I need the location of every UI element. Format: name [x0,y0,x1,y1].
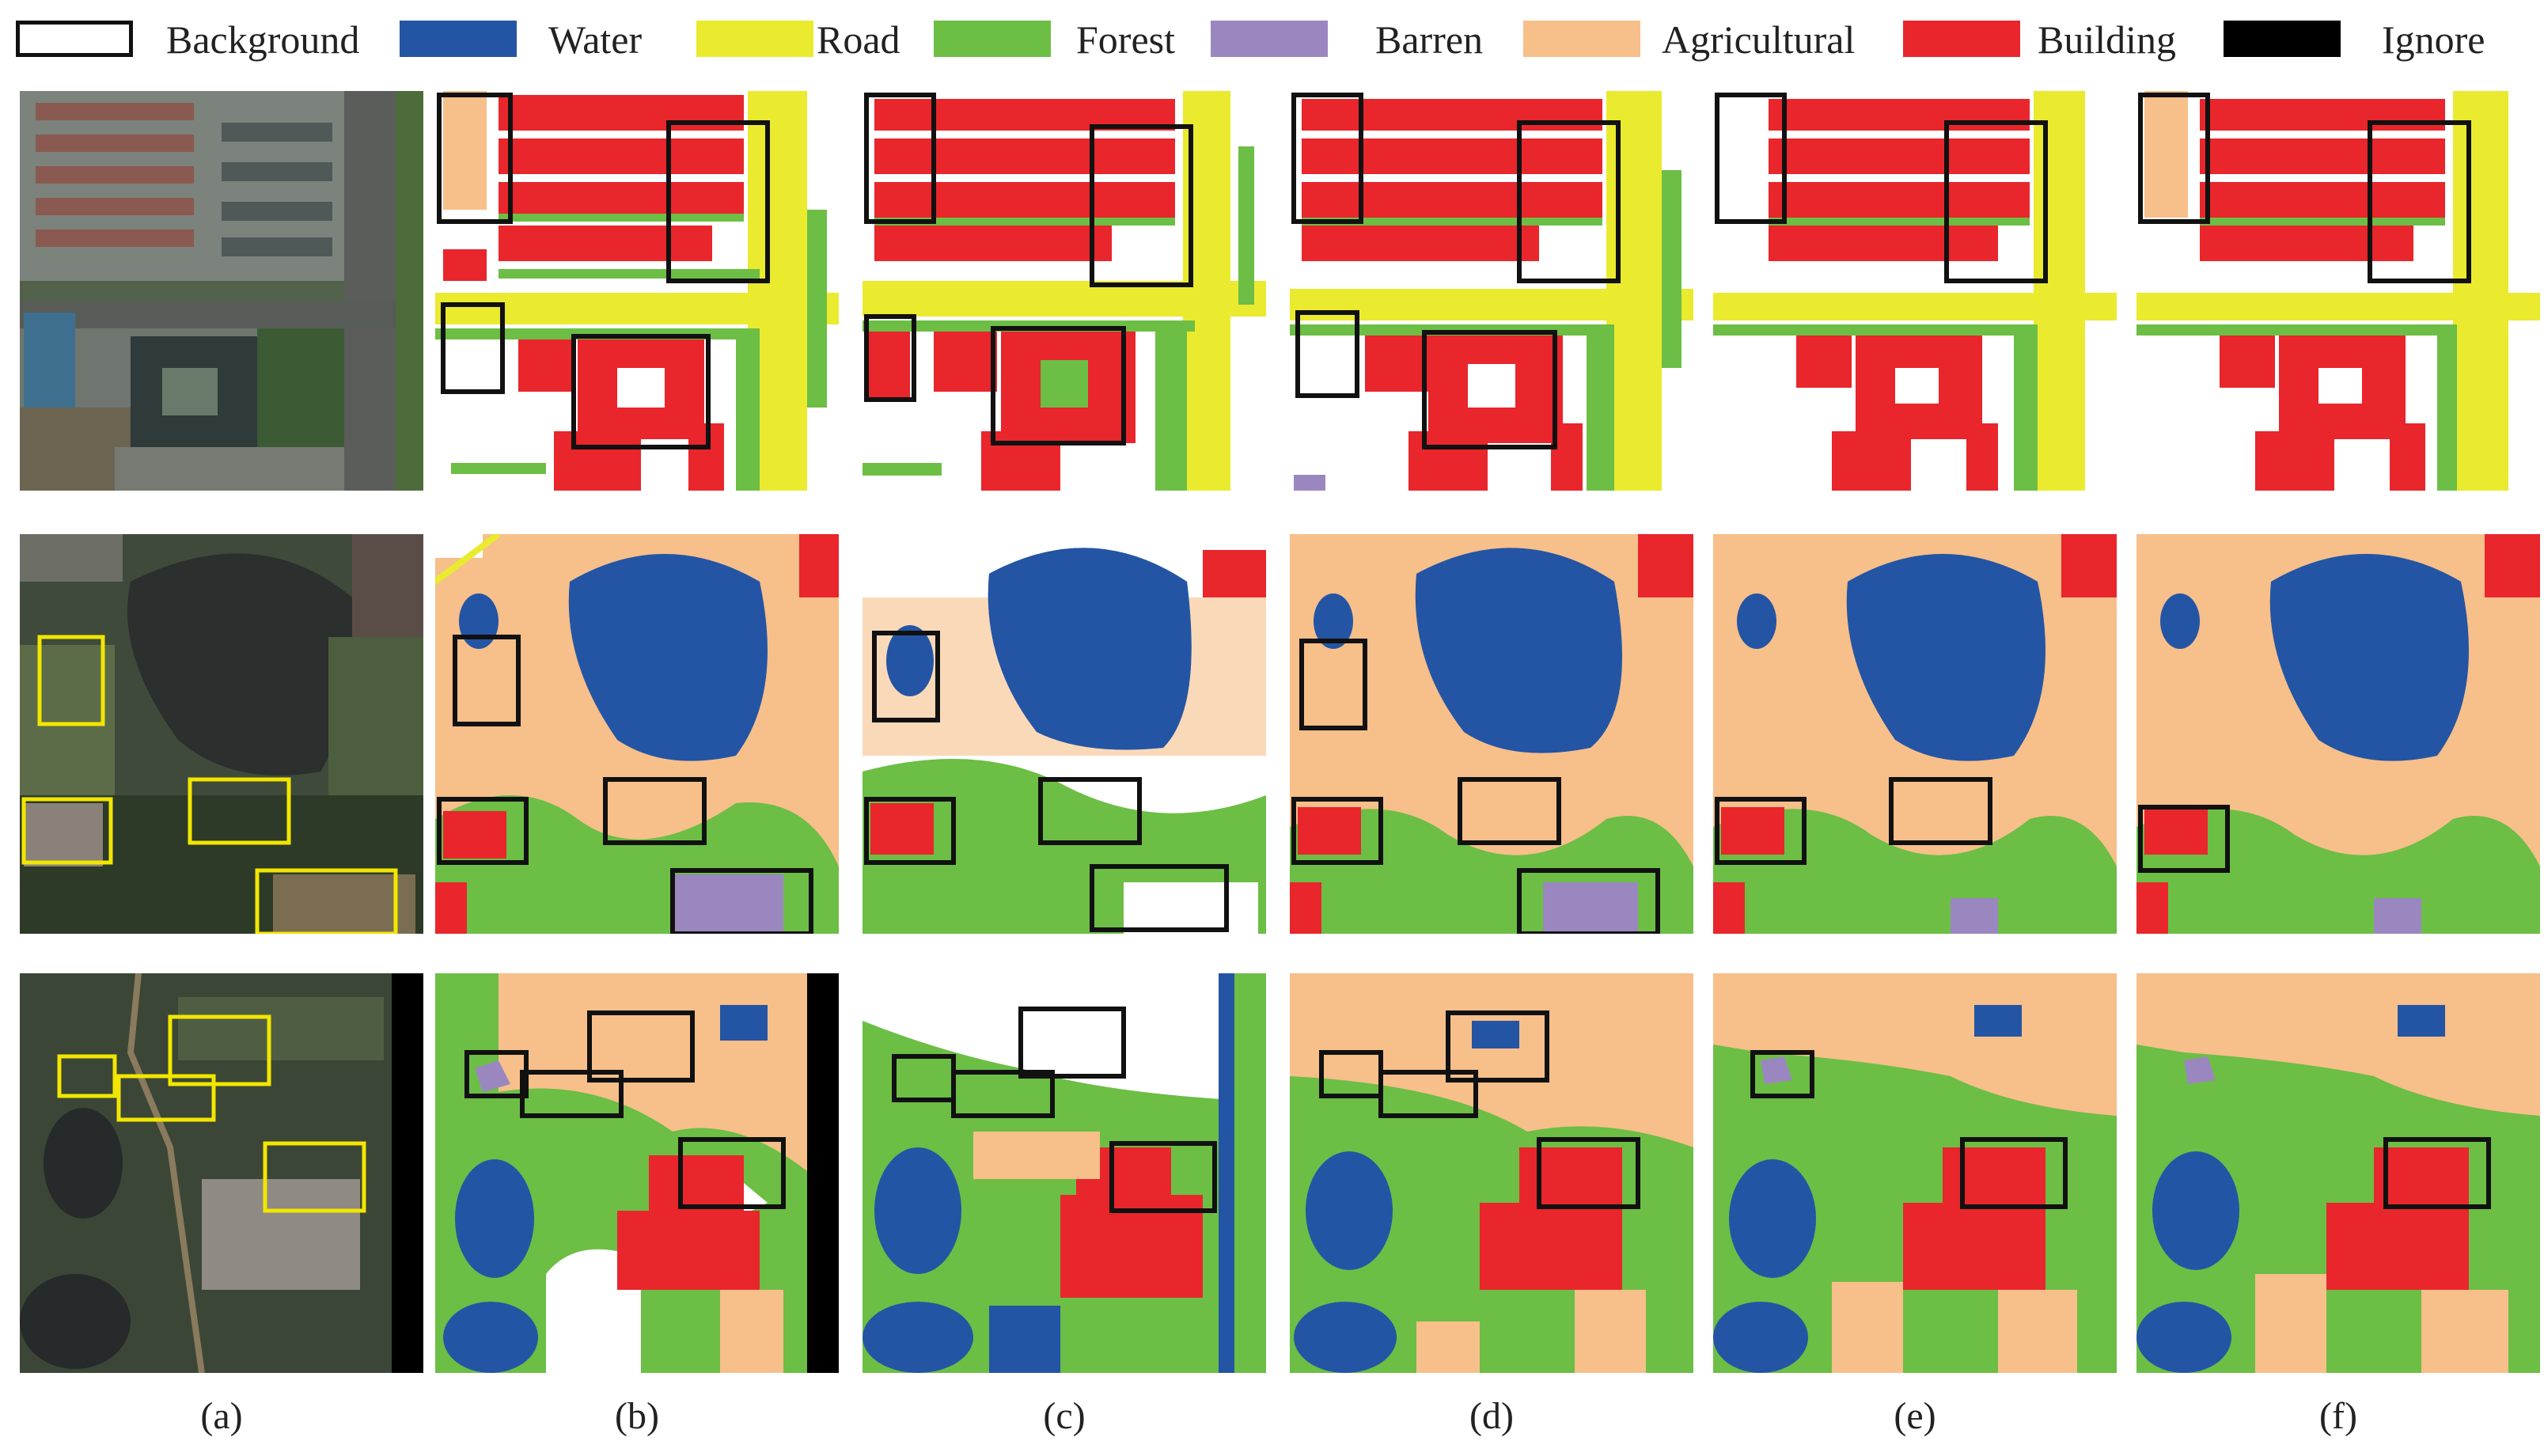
legend-label-building: Building [2038,17,2177,62]
map-row-3-col-b [435,973,839,1373]
legend-label-barren: Barren [1375,17,1484,62]
map-row-2-col-b [435,534,839,934]
map-row-1-col-e [1713,91,2117,491]
aerial-image-row-3 [20,973,423,1373]
column-label-b: (b) [615,1395,659,1437]
aerial-image-row-2 [20,534,423,934]
column-label-a: (a) [200,1395,243,1437]
aerial-image-row-1 [20,91,423,491]
map-row-3-col-d [1290,973,1693,1373]
map-row-1-col-c [863,91,1266,491]
column-label-c: (c) [1043,1395,1086,1437]
map-row-2-col-c [863,534,1266,934]
legend-label-ignore: Ignore [2382,17,2485,62]
column-label-e: (e) [1894,1395,1936,1437]
map-row-3-col-c [863,973,1266,1373]
legend-swatch-agricultural [1523,21,1640,57]
map-row-2-col-d [1290,534,1693,934]
legend-swatch-background [16,21,133,57]
map-row-1-col-b [435,91,839,491]
legend: Background Water Road Forest Barren Agri… [0,0,2544,79]
map-row-1-col-d [1290,91,1693,491]
legend-label-road: Road [817,17,900,62]
map-row-2-col-f [2136,534,2540,934]
column-label-d: (d) [1469,1395,1514,1437]
legend-label-background: Background [166,17,360,62]
map-row-3-col-e [1713,973,2117,1373]
map-row-1-col-f [2136,91,2540,491]
legend-swatch-barren [1211,21,1328,57]
legend-swatch-ignore [2224,21,2341,57]
legend-label-agricultural: Agricultural [1662,17,1856,62]
map-row-3-col-f [2136,973,2540,1373]
legend-label-water: Water [548,17,643,62]
legend-swatch-road [696,21,813,57]
column-label-f: (f) [2319,1395,2357,1437]
map-row-2-col-e [1713,534,2117,934]
legend-label-forest: Forest [1076,17,1175,62]
legend-swatch-water [400,21,517,57]
legend-swatch-building [1903,21,2020,57]
legend-swatch-forest [934,21,1051,57]
